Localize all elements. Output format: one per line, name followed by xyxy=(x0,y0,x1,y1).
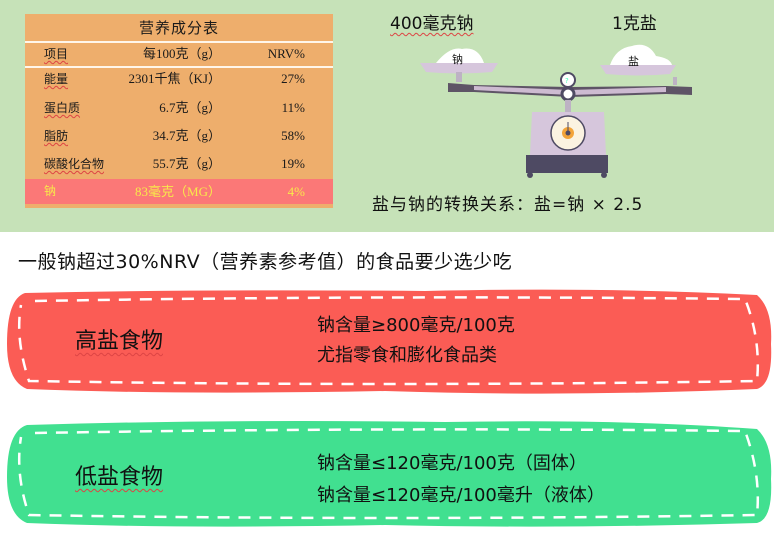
row-item: 蛋白质 xyxy=(44,101,81,115)
top-info-panel: 营养成分表 项目 每100克（g） NRV% 能量 2301千焦（KJ） 27%… xyxy=(0,0,780,232)
balance-scale-illustration: ? xyxy=(420,44,692,178)
row-per100: 2301千焦（KJ） xyxy=(128,71,221,86)
row-item: 脂肪 xyxy=(44,129,69,143)
header-nrv: NRV% xyxy=(267,46,305,61)
svg-text:?: ? xyxy=(565,77,569,85)
row-nrv: 58% xyxy=(281,128,305,143)
left-pan-label: 钠 xyxy=(452,53,463,66)
high-salt-blob-shape xyxy=(7,289,772,394)
table-row: 蛋白质 6.7克（g） 11% xyxy=(25,97,333,119)
high-salt-note: 尤指零食和膨化食品类 xyxy=(317,345,497,366)
right-pan-label: 盐 xyxy=(628,55,639,68)
table-row-sodium-highlight: 钠 83毫克（MG） 4% xyxy=(25,179,333,204)
high-salt-criterion: 钠含量≥800毫克/100克 xyxy=(317,315,515,336)
row-per100: 6.7克（g） xyxy=(159,100,221,115)
row-nrv: 19% xyxy=(281,156,305,171)
row-nrv: 27% xyxy=(281,71,305,86)
low-salt-blob-shape xyxy=(7,421,772,527)
table-row: 碳酸化合物 55.7克（g） 19% xyxy=(25,153,333,175)
conversion-formula: 盐与钠的转换关系：盐=钠 × 2.5 xyxy=(372,195,644,215)
sodium-amount-label: 400毫克钠 xyxy=(390,14,474,34)
low-salt-solid-criterion: 钠含量≤120毫克/100克（固体） xyxy=(317,453,587,474)
table-row: 能量 2301千焦（KJ） 27% xyxy=(25,68,333,90)
high-salt-title: 高盐食物 xyxy=(75,329,164,354)
row-item: 能量 xyxy=(44,72,69,86)
low-salt-card: 低盐食物 钠含量≤120毫克/100克（固体） 钠含量≤120毫克/100毫升（… xyxy=(5,419,773,529)
nutrition-table-title: 营养成分表 xyxy=(138,19,219,37)
sodium-nrv-notice: 一般钠超过30%NRV（营养素参考值）的食品要少选少吃 xyxy=(18,251,513,273)
table-header-row: 项目 每100克（g） NRV% xyxy=(25,43,333,65)
row-nrv: 4% xyxy=(287,184,305,199)
row-per100: 34.7克（g） xyxy=(152,128,221,143)
header-per100: 每100克（g） xyxy=(142,46,221,61)
low-salt-title: 低盐食物 xyxy=(75,465,164,490)
row-per100: 55.7克（g） xyxy=(152,156,221,171)
row-item: 钠 xyxy=(44,184,57,198)
divider xyxy=(25,66,333,68)
row-item: 碳酸化合物 xyxy=(44,157,105,171)
row-nrv: 11% xyxy=(281,100,305,115)
row-per100: 83毫克（MG） xyxy=(135,184,221,199)
low-salt-liquid-criterion: 钠含量≤120毫克/100毫升（液体） xyxy=(317,485,605,506)
header-item: 项目 xyxy=(44,47,69,61)
nutrition-table: 营养成分表 项目 每100克（g） NRV% 能量 2301千焦（KJ） 27%… xyxy=(25,14,333,208)
salt-amount-label: 1克盐 xyxy=(612,14,657,34)
panel-edge xyxy=(774,0,780,232)
table-row: 脂肪 34.7克（g） 58% xyxy=(25,125,333,147)
divider xyxy=(25,41,333,43)
high-salt-card: 高盐食物 钠含量≥800毫克/100克 尤指零食和膨化食品类 xyxy=(5,289,773,395)
